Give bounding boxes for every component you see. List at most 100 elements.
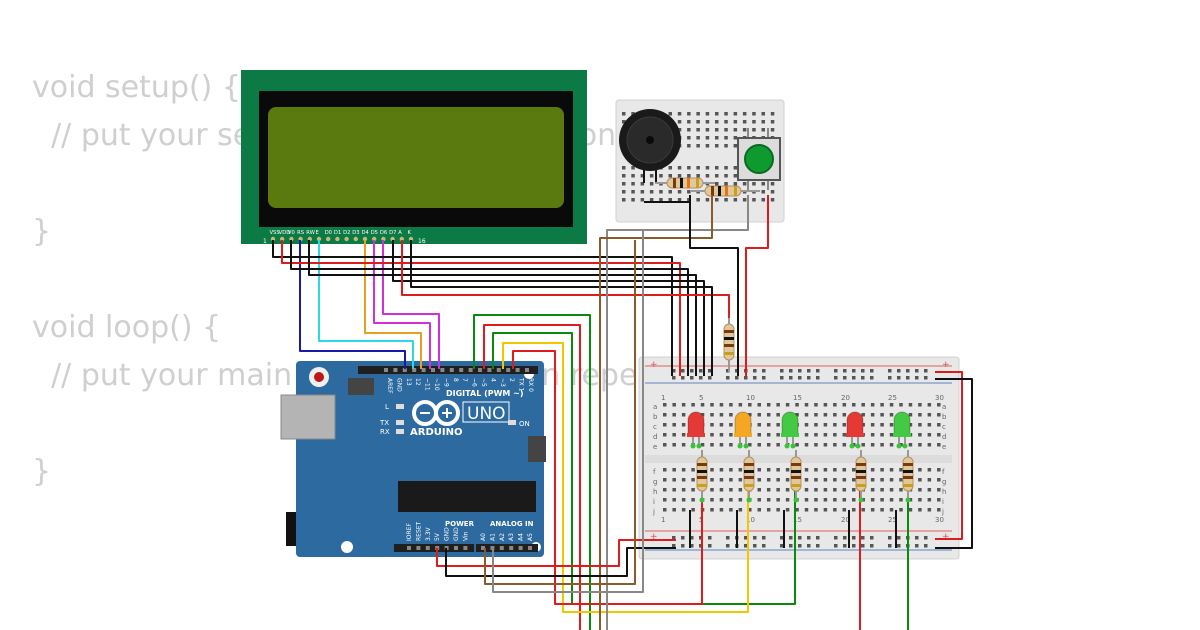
led-1[interactable] xyxy=(687,411,705,449)
led-3[interactable] xyxy=(781,411,799,449)
arduino-pin[interactable] xyxy=(402,368,407,372)
row-letter: f xyxy=(653,468,656,476)
wire-a0-brown xyxy=(484,240,636,585)
arduino-pin[interactable] xyxy=(525,368,529,372)
lcd-pin[interactable] xyxy=(362,236,368,242)
wire-d4-red xyxy=(483,324,581,630)
arduino-pin[interactable] xyxy=(416,546,421,550)
arduino-pin[interactable] xyxy=(421,368,426,372)
lcd-pin-label: D7 xyxy=(389,230,396,236)
arduino-pin[interactable] xyxy=(481,546,485,550)
row-letter: b xyxy=(942,413,947,421)
arduino-pin[interactable] xyxy=(478,368,482,372)
arduino-pin[interactable] xyxy=(407,546,411,550)
arduino-pin[interactable] xyxy=(468,368,473,372)
lcd-pin-label: RW xyxy=(306,230,315,236)
arduino-pin[interactable] xyxy=(509,546,514,550)
arduino-pin[interactable] xyxy=(515,368,520,372)
arduino-pin[interactable] xyxy=(425,546,430,550)
arduino-pin[interactable] xyxy=(463,546,468,550)
lcd-pin[interactable] xyxy=(353,236,358,242)
arduino-pin[interactable] xyxy=(518,546,523,550)
digital-label: DIGITAL (PWM ~) xyxy=(446,389,524,398)
column-number: 25 xyxy=(888,516,897,524)
arduino-pin[interactable] xyxy=(449,368,454,372)
wire-btn-red xyxy=(745,195,769,376)
analog-label: ANALOG IN xyxy=(490,520,534,528)
row-letter: e xyxy=(942,443,946,451)
led-4[interactable] xyxy=(846,411,864,449)
code-line: void setup() { xyxy=(32,70,241,105)
arduino-pin-label: 3.3V xyxy=(425,526,432,541)
led-resistor xyxy=(848,450,867,548)
leds xyxy=(687,411,914,548)
arduino-pin[interactable] xyxy=(499,546,504,550)
arduino-pin-label: ~3 xyxy=(499,378,506,387)
lcd-pin-label: D2 xyxy=(343,230,350,236)
lcd-pin[interactable] xyxy=(344,236,349,242)
arduino-pin[interactable] xyxy=(528,546,532,550)
arduino-pin[interactable] xyxy=(459,368,464,372)
led-resistor xyxy=(736,450,755,548)
row-letter: f xyxy=(942,468,945,476)
buzzer[interactable] xyxy=(619,109,681,183)
arduino-pin[interactable] xyxy=(454,546,458,550)
arduino-pin[interactable] xyxy=(506,368,511,372)
arduino-pin-label: 2 xyxy=(508,378,515,382)
led-2[interactable] xyxy=(734,411,752,449)
push-button[interactable] xyxy=(737,128,781,190)
wire-5v xyxy=(436,539,676,567)
wire-vss xyxy=(272,240,673,376)
wire-d2-yellow xyxy=(502,342,749,613)
lcd-pin[interactable] xyxy=(270,236,276,242)
arduino-brand: ARDUINO xyxy=(410,427,462,438)
on-label: ON xyxy=(519,420,530,428)
column-number: 30 xyxy=(935,394,944,402)
icsp-header-top xyxy=(348,378,374,395)
row-letter: a xyxy=(942,403,946,411)
power-label: POWER xyxy=(445,520,475,528)
wire-rail-black-right xyxy=(935,378,973,549)
arduino-pin[interactable] xyxy=(412,368,417,372)
lcd-pin[interactable] xyxy=(316,236,322,242)
lcd-pin-label: K xyxy=(408,230,412,236)
led-5[interactable] xyxy=(893,411,911,449)
lcd-pin-label: D5 xyxy=(371,230,378,236)
row-letter: d xyxy=(942,433,946,441)
arduino-pin[interactable] xyxy=(431,368,435,372)
column-number: 20 xyxy=(841,516,850,524)
tx-label: TX xyxy=(379,419,389,427)
lcd-pin-label: D6 xyxy=(380,230,387,236)
lcd-pin[interactable] xyxy=(408,236,414,242)
arduino-pin-label: 5V xyxy=(434,532,441,541)
row-letter: d xyxy=(653,433,657,441)
lcd-pin[interactable] xyxy=(326,236,331,242)
led-resistor xyxy=(689,450,708,548)
arduino-pin[interactable] xyxy=(440,368,445,372)
wire-d5 xyxy=(373,240,431,369)
lcd-pin-label: D4 xyxy=(362,230,370,236)
arduino-pin-label: GND xyxy=(444,527,451,541)
arduino-pin-label: RESET xyxy=(415,521,422,541)
arduino-pin[interactable] xyxy=(487,368,492,372)
column-number: 15 xyxy=(793,394,802,402)
column-number: 25 xyxy=(888,394,897,402)
lcd-pin[interactable] xyxy=(335,236,340,242)
lcd-pin-last: 16 xyxy=(418,238,426,245)
row-letter: c xyxy=(653,423,657,431)
column-number: 5 xyxy=(699,394,703,402)
wire-rw xyxy=(308,240,697,376)
arduino-pin-label: A4 xyxy=(518,533,525,541)
lcd-pin-label: D3 xyxy=(352,230,359,236)
arduino-pin[interactable] xyxy=(384,368,388,372)
rail-plus-top-right: + xyxy=(942,360,950,370)
led-resistor xyxy=(783,450,802,548)
code-line: } xyxy=(32,454,52,489)
rx-label: RX xyxy=(380,428,390,436)
arduino-pin[interactable] xyxy=(393,368,398,372)
wire-btn-brown xyxy=(599,195,713,630)
arduino-pin[interactable] xyxy=(496,368,501,372)
